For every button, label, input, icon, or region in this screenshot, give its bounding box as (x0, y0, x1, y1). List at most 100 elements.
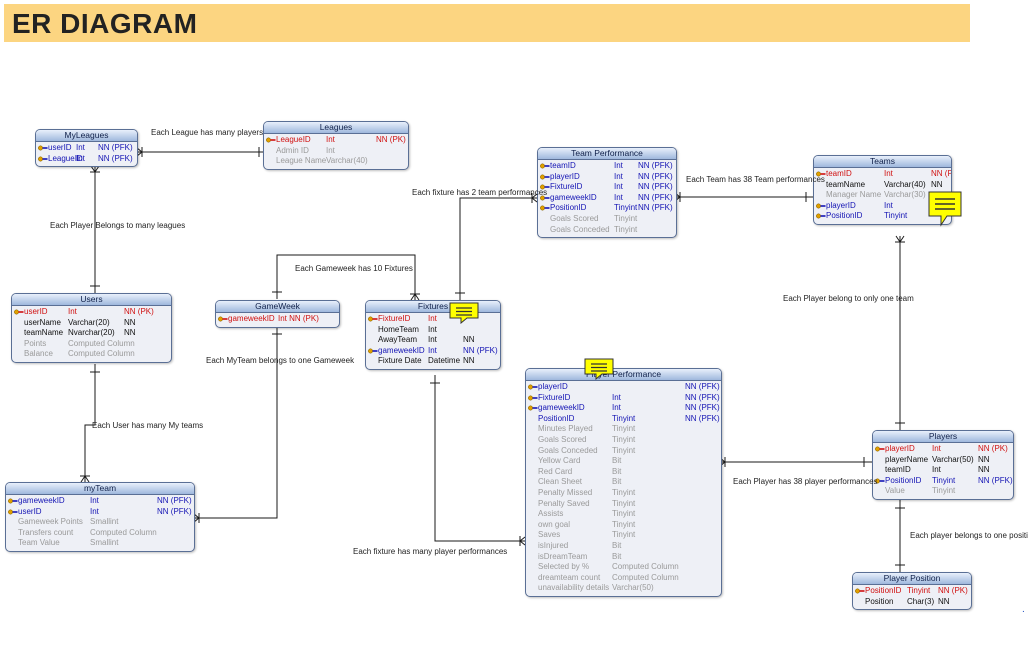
column-name: teamID (826, 169, 852, 178)
column-flags: NN (978, 454, 990, 464)
column-type: Computed Column (90, 527, 157, 537)
column-name: unavailability details (538, 583, 610, 593)
column-type: Bit (612, 551, 622, 561)
column-name: playerID (538, 382, 568, 391)
column-type: Tinyint (932, 475, 956, 485)
key-icon (540, 161, 550, 171)
note-icon[interactable] (449, 302, 479, 324)
column-row[interactable]: Selected by %Computed Column (526, 562, 721, 573)
column-type: Int (68, 307, 77, 316)
column-name: Value (885, 486, 905, 496)
page-title: ER DIAGRAM (12, 8, 198, 39)
column-name: Admin ID (276, 145, 309, 155)
column-type: Int (76, 153, 85, 163)
note-icon[interactable] (584, 358, 614, 380)
key-icon (368, 314, 378, 324)
entity-title: Team Performance (538, 148, 676, 160)
column-name: Gameweek Points (18, 517, 83, 527)
column-type: Tinyint (612, 509, 636, 519)
rel-league-players: Each League has many players (151, 128, 264, 137)
column-name: PositionID (885, 475, 922, 485)
column-type: Smallint (90, 538, 119, 548)
note-icon[interactable] (928, 191, 962, 227)
rel-fixture-playerperf: Each fixture has many player performance… (353, 547, 508, 556)
column-flags: NN (PFK) (463, 345, 498, 355)
column-type: Varchar(50) (612, 583, 654, 593)
column-type: Tinyint (612, 413, 636, 423)
rel-gameweek-fixtures: Each Gameweek has 10 Fixtures (295, 264, 413, 273)
